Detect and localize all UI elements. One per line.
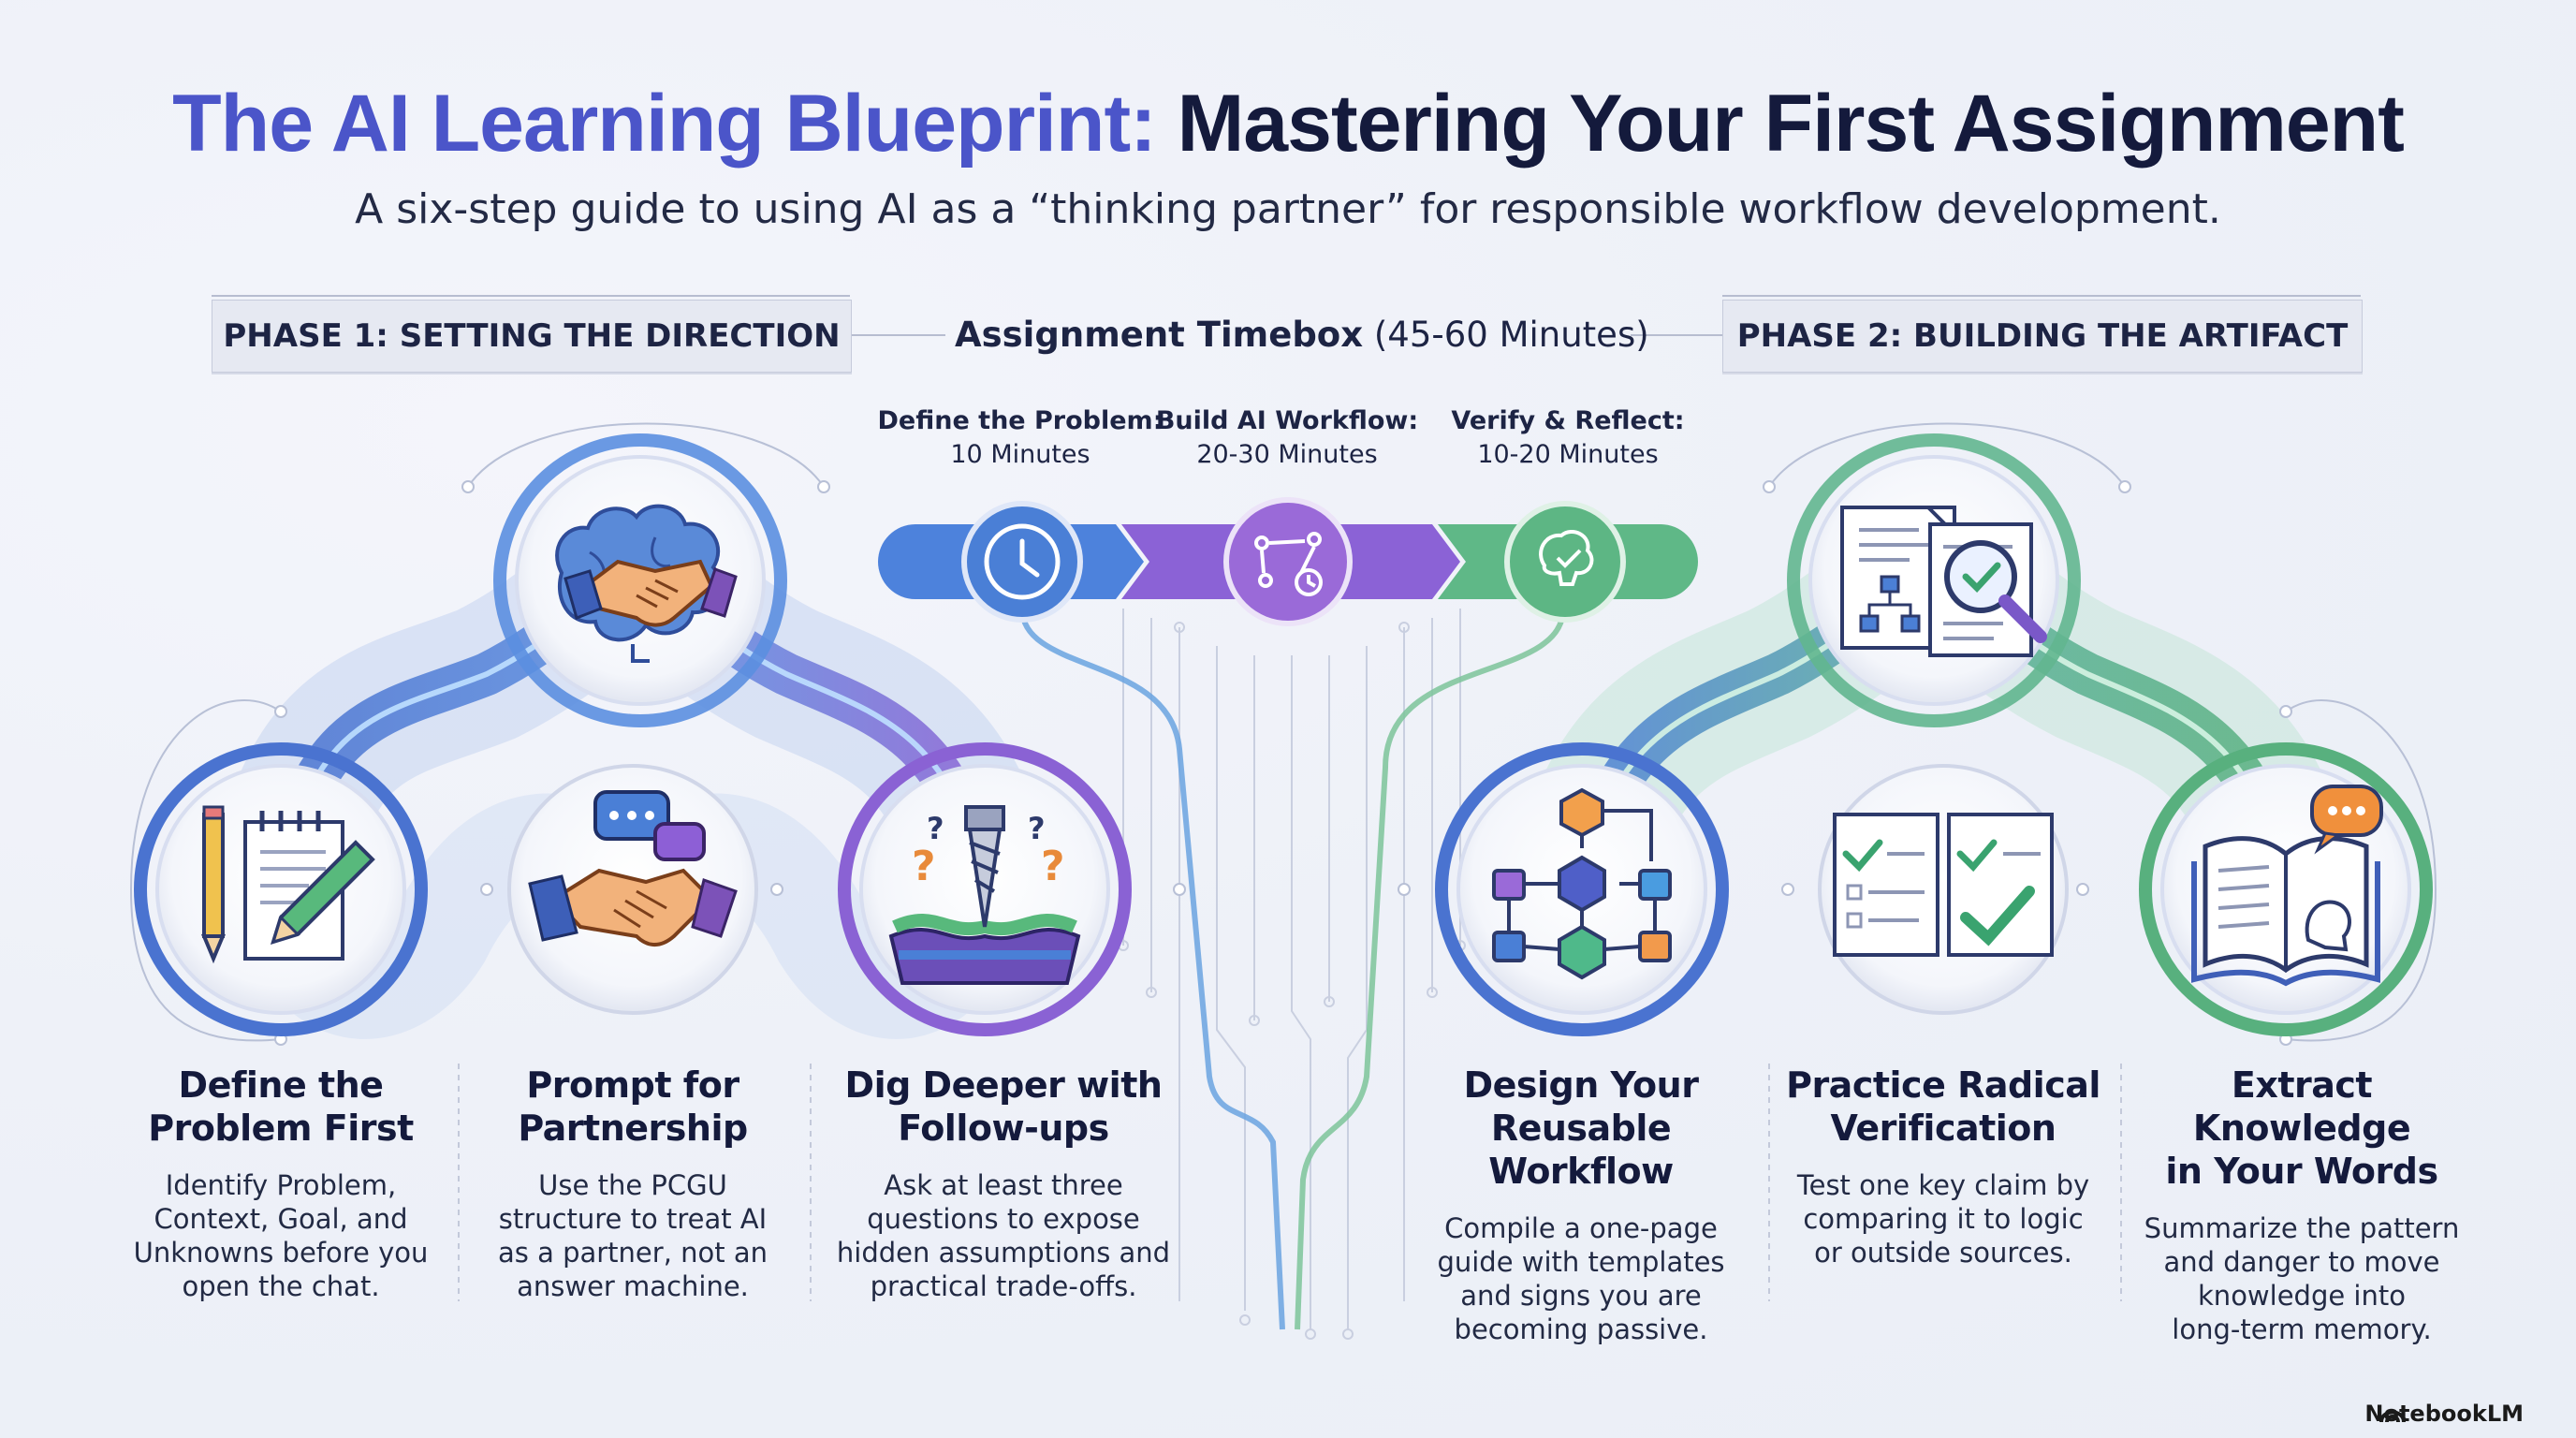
step-description: Use the PCGU structure to treat AI as a … (497, 1169, 768, 1302)
timebox-duration: (45-60 Minutes) (1373, 315, 1649, 355)
step-title: Design Your Reusable Workflow (1463, 1064, 1699, 1192)
step2-disc (507, 764, 758, 1015)
phase2-top-disc (1787, 433, 2081, 727)
phase1-top-disc (493, 433, 787, 727)
step-title: Prompt for Partnership (518, 1064, 748, 1149)
step-title: Define the Problem First (148, 1064, 414, 1149)
step-design-workflow: Design Your Reusable Workflow Compile a … (1398, 1064, 1764, 1346)
step-description: Compile a one-page guide with templates … (1437, 1212, 1725, 1345)
step1-disc (134, 742, 428, 1036)
segment-heading: Build AI Workflow: (1155, 406, 1419, 435)
phase2-label: PHASE 2: BUILDING THE ARTIFACT (1722, 300, 2363, 373)
step3-disc: ? ? ? ? (838, 742, 1132, 1036)
step-description: Test one key claim by comparing it to lo… (1796, 1169, 2090, 1269)
step-description: Ask at least three questions to expose h… (836, 1169, 1171, 1302)
timebox-segment-verify: Verify & Reflect: 10-20 Minutes (1423, 404, 1713, 472)
step-description: Summarize the pattern and danger to move… (2144, 1212, 2460, 1345)
svg-text:?: ? (927, 811, 944, 846)
phase1-label: PHASE 1: SETTING THE DIRECTION (212, 300, 852, 373)
step-define-problem: Define the Problem First Identify Proble… (122, 1064, 440, 1303)
svg-text:?: ? (1041, 843, 1065, 890)
title-accent: The AI Learning Blueprint: (172, 79, 1157, 169)
step-dig-deeper: Dig Deeper with Follow-ups Ask at least … (826, 1064, 1181, 1303)
step-title: Extract Knowledge in Your Words (2165, 1064, 2438, 1192)
segment-time: 10-20 Minutes (1477, 440, 1659, 469)
brand-name: NotebookLM (2364, 1401, 2524, 1427)
footer-brand: NotebookLM (2364, 1401, 2524, 1427)
timebox-label: Assignment Timebox (955, 315, 1364, 355)
step-title: Practice Radical Verification (1786, 1064, 2100, 1149)
segment-heading: Verify & Reflect: (1451, 406, 1685, 435)
timebox-heading: Assignment Timebox (45-60 Minutes) (955, 309, 1649, 361)
step5-disc (1818, 764, 2069, 1015)
step4-disc (1435, 742, 1729, 1036)
notebooklm-icon (2379, 1410, 2406, 1423)
timebox-bar (878, 497, 1698, 626)
segment-time: 10 Minutes (950, 440, 1090, 469)
title-main: Mastering Your First Assignment (1177, 79, 2405, 169)
step-description: Identify Problem, Context, Goal, and Unk… (133, 1169, 429, 1302)
step-radical-verification: Practice Radical Verification Test one k… (1778, 1064, 2108, 1269)
segment-time: 20-30 Minutes (1196, 440, 1378, 469)
step-title: Dig Deeper with Follow-ups (844, 1064, 1163, 1149)
timebox-segment-define: Define the Problem: 10 Minutes (871, 404, 1170, 472)
svg-text:?: ? (1028, 811, 1046, 846)
step-prompt-partnership: Prompt for Partnership Use the PCGU stru… (474, 1064, 792, 1303)
timebox-segment-build: Build AI Workflow: 20-30 Minutes (1151, 404, 1423, 472)
page-subtitle: A six-step guide to using AI as a “think… (355, 185, 2221, 233)
svg-text:?: ? (912, 843, 936, 890)
step-extract-knowledge: Extract Knowledge in Your Words Summariz… (2127, 1064, 2477, 1346)
segment-heading: Define the Problem: (877, 406, 1164, 435)
step6-disc (2139, 742, 2433, 1036)
page-title: The AI Learning Blueprint: Mastering You… (0, 77, 2576, 170)
